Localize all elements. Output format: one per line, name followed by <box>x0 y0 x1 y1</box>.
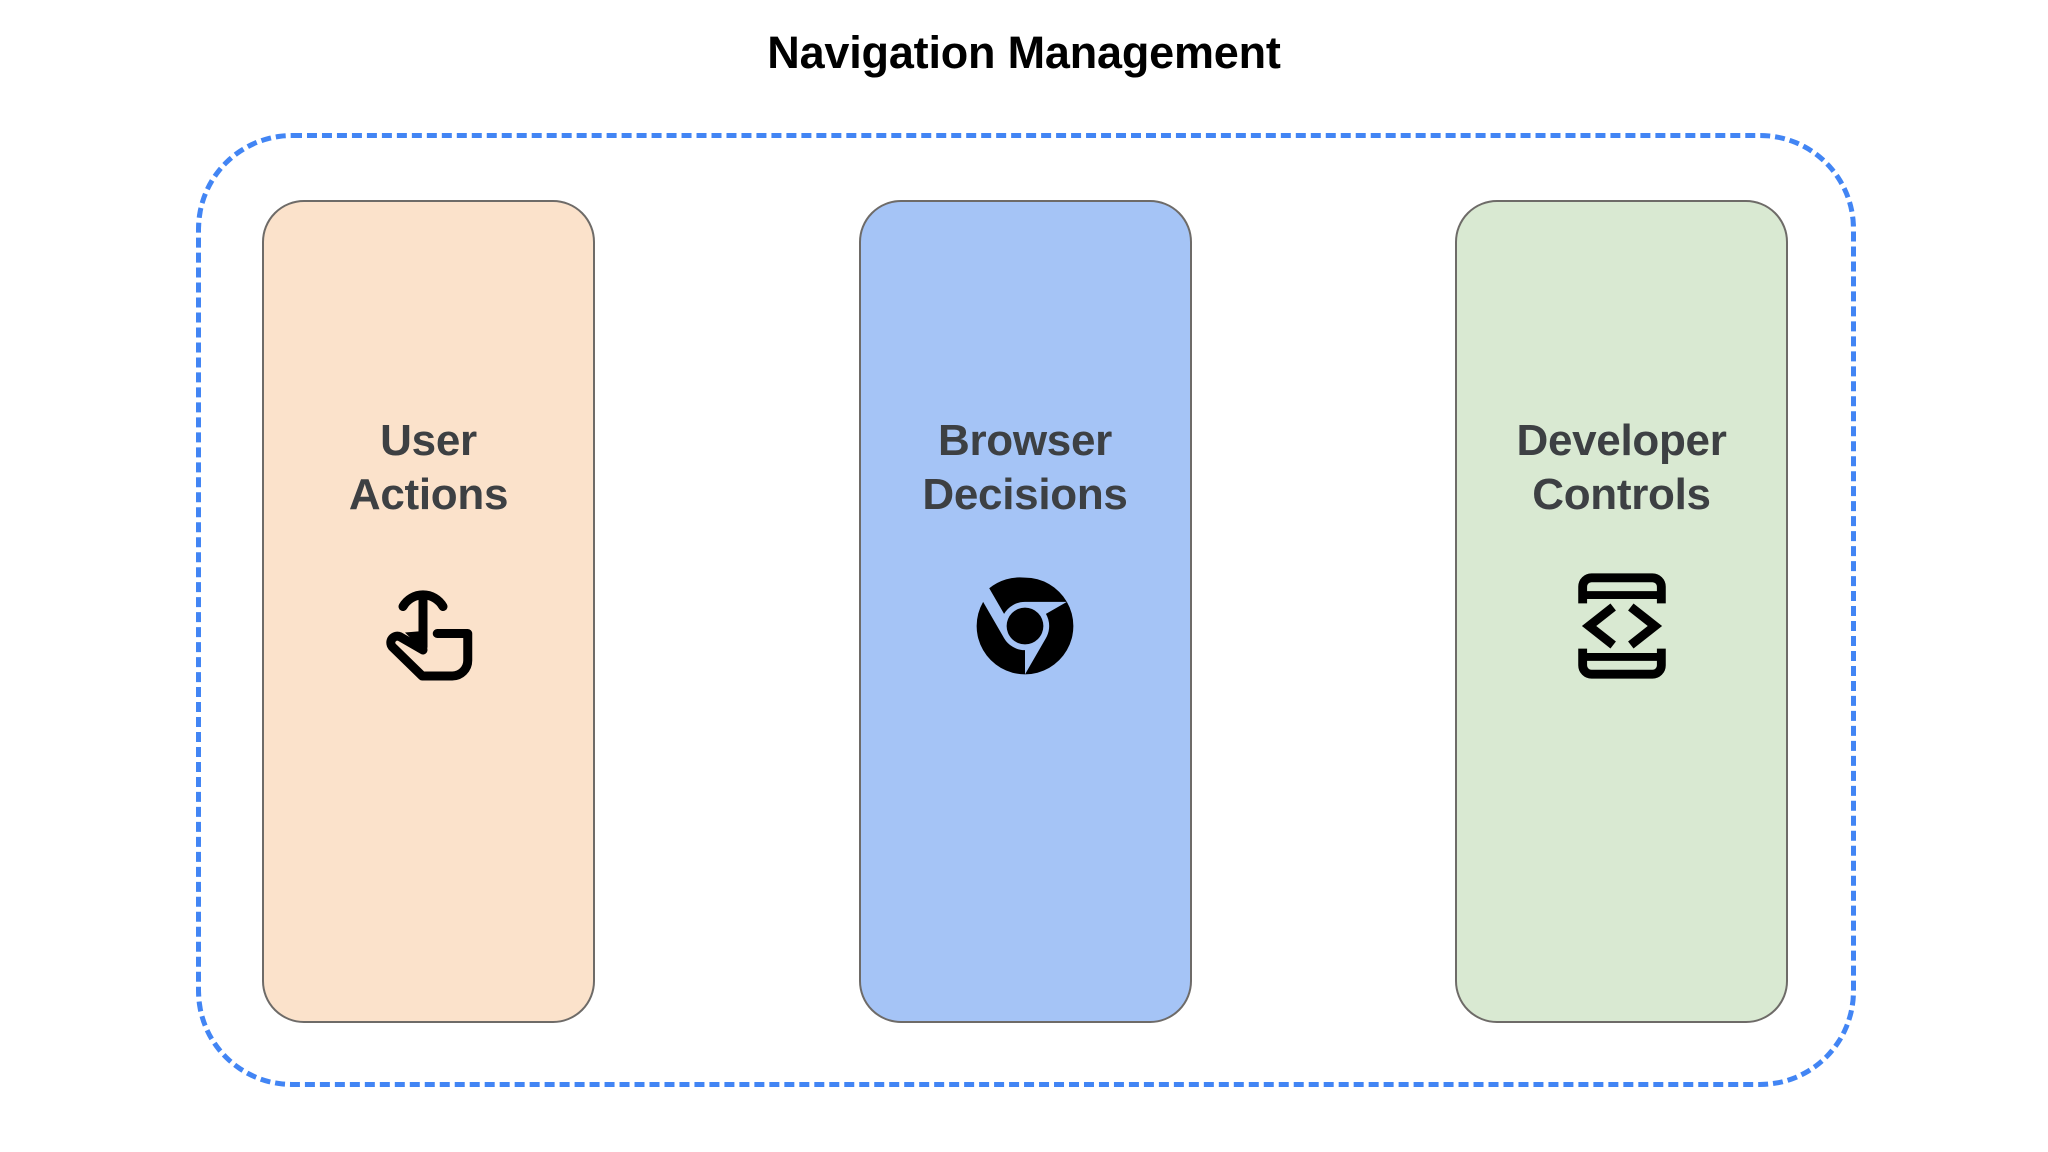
card-browser-decisions-label-line1: Browser <box>938 416 1112 465</box>
card-browser-decisions[interactable]: Browser Decisions <box>858 200 1192 1023</box>
card-developer-controls-label-line2: Controls <box>1532 469 1711 519</box>
card-user-actions-label-line1: User <box>380 416 477 465</box>
touch-gesture-icon <box>366 563 492 689</box>
card-user-actions[interactable]: User Actions <box>262 200 595 1023</box>
card-browser-decisions-label: Browser Decisions <box>922 414 1127 521</box>
card-row: User Actions Browser Decisions <box>262 200 1788 1023</box>
card-developer-controls-label-line1: Developer <box>1516 416 1727 465</box>
dashed-boundary-container <box>196 133 1856 1087</box>
chrome-logo-icon <box>962 563 1088 689</box>
card-developer-controls[interactable]: Developer Controls <box>1455 200 1788 1023</box>
card-browser-decisions-label-line2: Decisions <box>922 469 1128 519</box>
card-user-actions-label-line2: Actions <box>348 469 509 519</box>
card-developer-controls-label: Developer Controls <box>1516 414 1726 521</box>
developer-mode-icon <box>1559 563 1685 689</box>
page-title: Navigation Management <box>767 27 1281 78</box>
card-user-actions-label: User Actions <box>348 414 509 521</box>
